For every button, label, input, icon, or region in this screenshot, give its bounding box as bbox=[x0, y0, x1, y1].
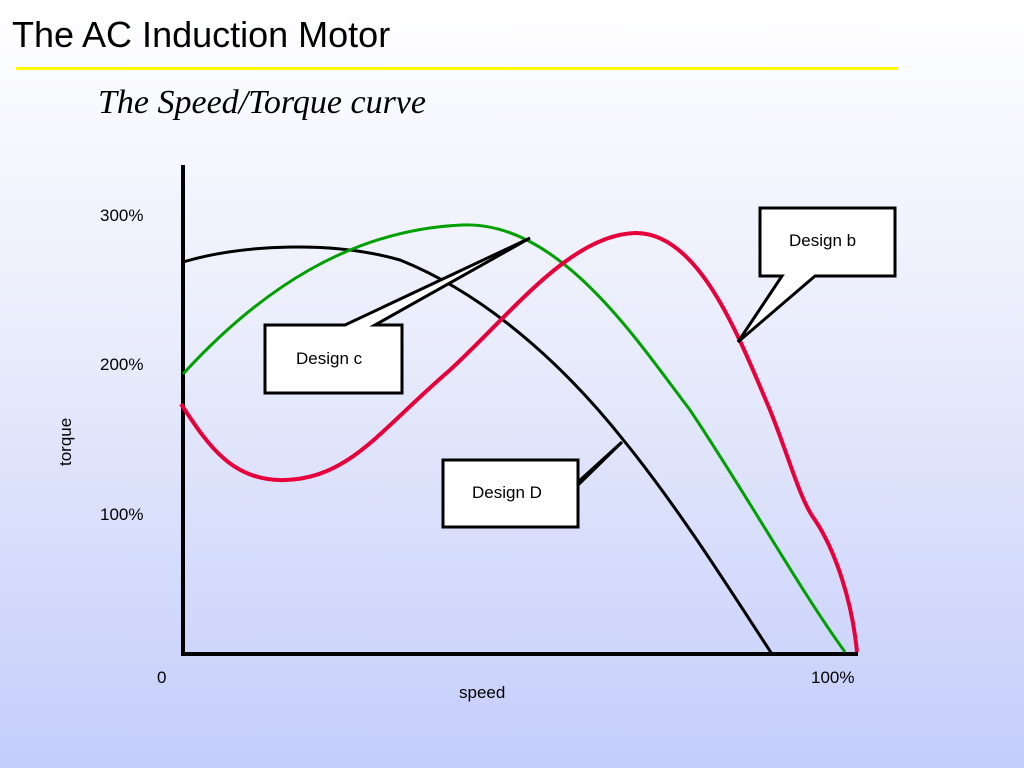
y-tick-label-100: 100% bbox=[100, 505, 143, 524]
callout-box-design-c bbox=[263, 236, 531, 395]
callout-label-design-b: Design b bbox=[789, 231, 856, 250]
x-axis-label: speed bbox=[459, 683, 505, 702]
y-axis-label: torque bbox=[56, 418, 75, 466]
callout-design-c: Design c bbox=[263, 236, 531, 395]
y-tick-label-300: 300% bbox=[100, 206, 143, 225]
callout-design-d: Design D bbox=[441, 440, 624, 529]
title-underline bbox=[16, 67, 898, 70]
x-tick-label-100: 100% bbox=[811, 668, 854, 687]
y-tick-label-200: 200% bbox=[100, 355, 143, 374]
callout-label-design-c: Design c bbox=[296, 349, 363, 368]
slide-subtitle: The Speed/Torque curve bbox=[98, 84, 426, 121]
x-tick-label-0: 0 bbox=[157, 668, 166, 687]
series-line-design-c bbox=[181, 223, 847, 653]
slide-title: The AC Induction Motor bbox=[12, 14, 391, 55]
series-line-design-d bbox=[182, 245, 774, 655]
callout-label-design-d: Design D bbox=[472, 483, 542, 502]
series-line-design-b bbox=[179, 230, 859, 653]
callout-design-b: Design b bbox=[736, 206, 897, 344]
callout-box-design-b bbox=[736, 206, 897, 344]
callout-box-design-d bbox=[441, 440, 624, 529]
